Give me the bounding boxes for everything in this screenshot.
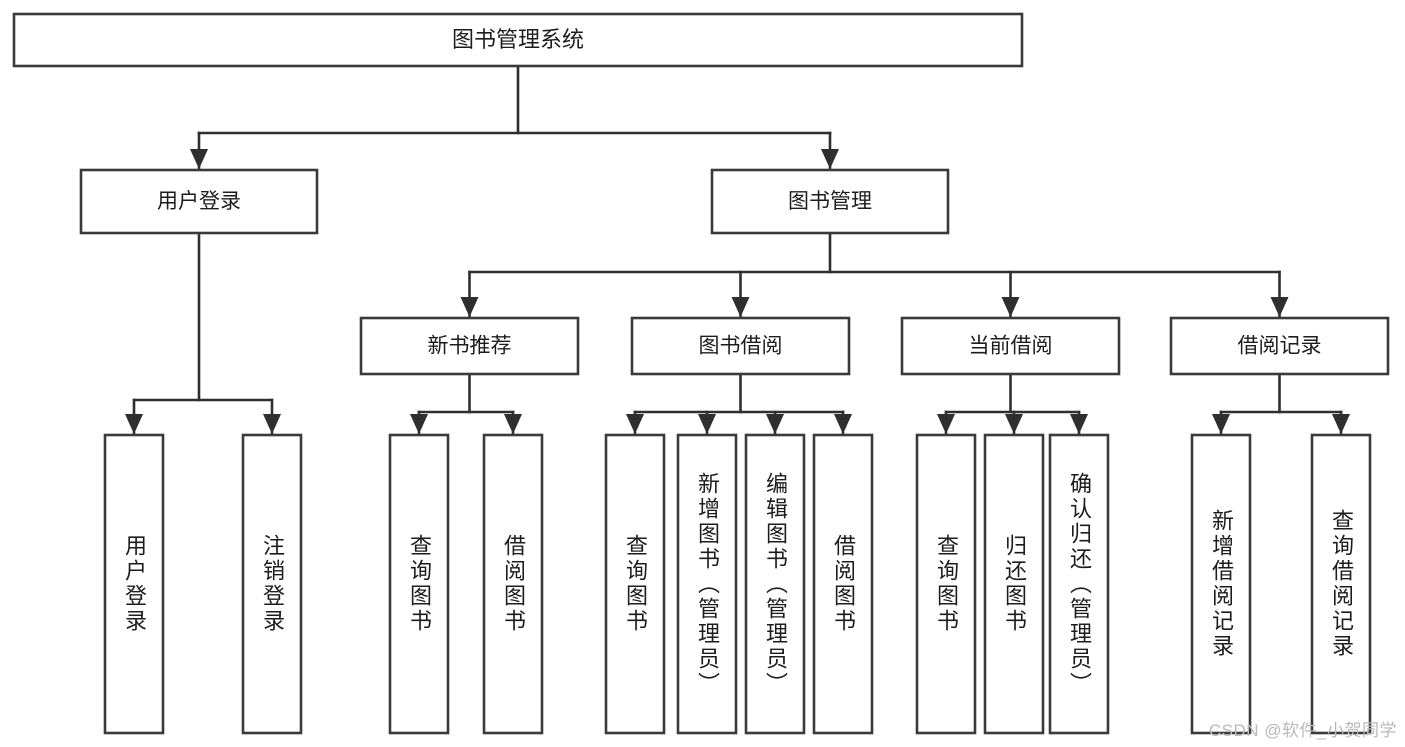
arrow-head-icon — [1005, 414, 1023, 434]
arrow-head-icon — [731, 297, 750, 317]
arrow-head-icon — [834, 414, 852, 434]
node-leaf-add-record[interactable] — [1190, 433, 1252, 735]
node-leaf-query-book-2[interactable] — [604, 433, 666, 735]
node-root[interactable] — [12, 12, 1024, 68]
node-leaf-return-book[interactable] — [983, 433, 1045, 735]
node-box-layer — [12, 12, 1390, 735]
node-borrow-record-label: 借阅记录 — [1238, 335, 1322, 358]
arrow-head-icon — [263, 414, 281, 434]
arrow-head-icon — [410, 414, 428, 434]
arrow-head-icon — [937, 414, 955, 434]
arrow-head-icon — [1001, 297, 1020, 317]
node-leaf-borrow-book-1[interactable] — [482, 433, 544, 735]
node-leaf-query-book-1[interactable] — [388, 433, 450, 735]
watermark: CSDN @软件_小贺同学 — [1208, 721, 1397, 740]
node-leaf-borrow-book-2[interactable] — [812, 433, 874, 735]
node-current-borrow[interactable] — [900, 316, 1121, 376]
node-leaf-query-book-3[interactable] — [915, 433, 977, 735]
node-new-book-rec-label: 新书推荐 — [428, 335, 512, 358]
node-leaf-edit-book[interactable] — [744, 433, 806, 735]
node-book-mgmt-label: 图书管理 — [788, 190, 872, 213]
node-user-login-label: 用户登录 — [157, 190, 241, 213]
node-book-borrow[interactable] — [630, 316, 851, 376]
node-root-label: 图书管理系统 — [452, 27, 584, 52]
node-borrow-record[interactable] — [1169, 316, 1390, 376]
arrow-head-icon — [504, 414, 522, 434]
arrow-head-icon — [190, 149, 208, 169]
node-book-borrow-label: 图书借阅 — [699, 335, 783, 358]
node-leaf-query-record[interactable] — [1310, 433, 1372, 735]
node-book-mgmt[interactable] — [710, 168, 950, 235]
arrow-head-icon — [1070, 414, 1088, 434]
node-new-book-rec[interactable] — [359, 316, 580, 376]
arrow-head-icon — [460, 297, 479, 317]
arrow-head-icon — [1332, 414, 1350, 434]
node-leaf-add-book[interactable] — [676, 433, 738, 735]
arrow-head-icon — [821, 149, 839, 169]
node-leaf-user-logout[interactable] — [241, 433, 303, 735]
node-user-login[interactable] — [79, 168, 319, 235]
connector-layer — [125, 64, 1350, 436]
arrow-head-icon — [766, 414, 784, 434]
node-current-borrow-label: 当前借阅 — [969, 335, 1053, 358]
arrow-head-icon — [626, 414, 644, 434]
arrow-head-icon — [698, 414, 716, 434]
arrow-head-icon — [125, 414, 143, 434]
node-leaf-user-login[interactable] — [103, 433, 165, 735]
arrow-head-icon — [1212, 414, 1230, 434]
arrow-head-icon — [1270, 297, 1289, 317]
node-leaf-confirm-return[interactable] — [1048, 433, 1110, 735]
